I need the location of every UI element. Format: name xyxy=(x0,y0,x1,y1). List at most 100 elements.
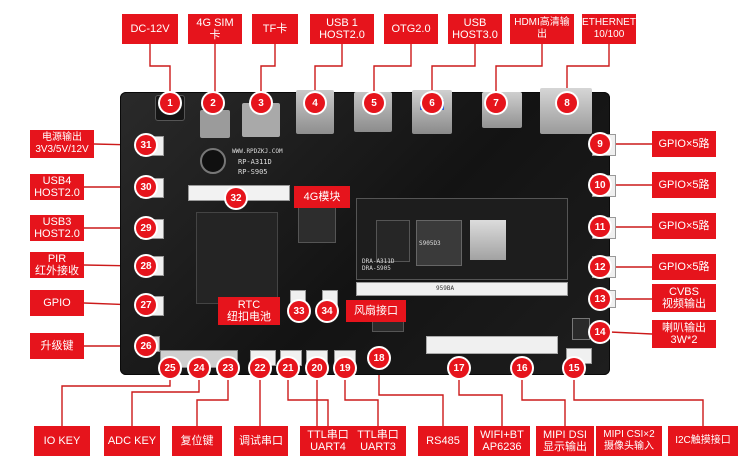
num-34: 34 xyxy=(317,301,337,321)
num-19: 19 xyxy=(335,358,355,378)
num-23: 23 xyxy=(218,358,238,378)
label-gpio-9: GPIO×5路 xyxy=(652,131,716,157)
label-4g-module: 4G模块 xyxy=(294,186,350,208)
label-tf-card: TF卡 xyxy=(252,14,298,44)
leader-line-21 xyxy=(287,378,329,426)
label-4g-sim: 4G SIM卡 xyxy=(188,14,242,44)
som-socket xyxy=(356,282,568,296)
num-13: 13 xyxy=(590,289,610,309)
leader-line-14 xyxy=(609,331,653,335)
num-30: 30 xyxy=(136,177,156,197)
leader-line-4 xyxy=(314,44,343,93)
leader-line-19 xyxy=(344,378,379,426)
leader-line-25 xyxy=(61,378,171,426)
label-usb-host3: USB HOST3.0 xyxy=(448,14,502,44)
leader-line-3 xyxy=(260,44,276,93)
num-18: 18 xyxy=(369,348,389,368)
label-ttl-uart3: TTL串口 UART3 xyxy=(350,426,406,456)
leader-line-15 xyxy=(573,378,704,426)
leader-line-5 xyxy=(373,44,412,93)
num-9: 9 xyxy=(590,134,610,154)
label-i2c-touch: I2C触摸接口 xyxy=(668,426,738,456)
leader-line-8 xyxy=(566,44,610,93)
num-17: 17 xyxy=(449,358,469,378)
label-reset: 复位键 xyxy=(172,426,222,456)
num-29: 29 xyxy=(136,218,156,238)
num-1: 1 xyxy=(160,93,180,113)
label-io-key: IO KEY xyxy=(34,426,90,456)
silk-model-2: RP-S905 xyxy=(238,168,268,176)
num-5: 5 xyxy=(364,93,384,113)
num-27: 27 xyxy=(136,295,156,315)
label-rtc: RTC 纽扣电池 xyxy=(218,297,280,325)
num-3: 3 xyxy=(251,93,271,113)
label-ethernet: ETHERNET 10/100 xyxy=(582,14,636,44)
cpu-chip xyxy=(416,220,462,266)
num-26: 26 xyxy=(136,336,156,356)
label-mipi-csi: MIPI CSI×2 摄像头输入 xyxy=(596,426,662,456)
leader-line-17 xyxy=(458,378,503,426)
num-33: 33 xyxy=(289,301,309,321)
label-fan: 风扇接口 xyxy=(346,300,406,322)
wifi-shield xyxy=(470,220,506,260)
leader-line-18 xyxy=(378,368,444,426)
num-2: 2 xyxy=(203,93,223,113)
num-16: 16 xyxy=(512,358,532,378)
leader-line-1 xyxy=(149,44,171,93)
num-6: 6 xyxy=(422,93,442,113)
memory-chip xyxy=(376,220,410,262)
silk-slot: 959BA xyxy=(436,285,455,292)
label-adc-key: ADC KEY xyxy=(104,426,160,456)
leader-line-7 xyxy=(495,44,543,93)
leader-line-16 xyxy=(521,378,566,426)
label-gpio-10: GPIO×5路 xyxy=(652,172,716,198)
label-speaker: 喇叭输出 3W*2 xyxy=(652,320,716,348)
num-8: 8 xyxy=(557,93,577,113)
silk-cpu: S905D3 xyxy=(419,240,441,247)
num-20: 20 xyxy=(307,358,327,378)
num-21: 21 xyxy=(278,358,298,378)
num-10: 10 xyxy=(590,175,610,195)
label-power-output: 电源输出 3V3/5V/12V xyxy=(30,130,94,158)
label-dc-12v: DC-12V xyxy=(122,14,178,44)
num-15: 15 xyxy=(564,358,584,378)
label-hdmi: HDMI高清输出 xyxy=(510,14,574,44)
num-32: 32 xyxy=(226,188,246,208)
label-rs485: RS485 xyxy=(418,426,468,456)
label-wifi-bt: WIFI+BT AP6236 xyxy=(474,426,530,456)
num-24: 24 xyxy=(189,358,209,378)
capacitor xyxy=(200,148,226,174)
label-gpio: GPIO xyxy=(30,290,84,316)
label-mipi-dsi: MIPI DSI 显示输出 xyxy=(536,426,594,456)
num-28: 28 xyxy=(136,256,156,276)
num-31: 31 xyxy=(136,135,156,155)
leader-line-23 xyxy=(196,378,229,426)
label-usb3-host2: USB3 HOST2.0 xyxy=(30,215,84,241)
leader-line-6 xyxy=(431,44,476,93)
label-gpio-11: GPIO×5路 xyxy=(652,213,716,239)
leader-line-24 xyxy=(131,378,200,426)
main-chip xyxy=(298,205,336,243)
label-debug-uart: 调试串口 xyxy=(234,426,288,456)
label-pir: PIR 红外接收 xyxy=(30,252,84,278)
num-7: 7 xyxy=(486,93,506,113)
label-gpio-12: GPIO×5路 xyxy=(652,254,716,280)
silk-site: WWW.RPDZKJ.COM xyxy=(232,148,283,155)
module-area xyxy=(196,212,278,304)
num-11: 11 xyxy=(590,217,610,237)
num-12: 12 xyxy=(590,257,610,277)
label-usb4: USB4 HOST2.0 xyxy=(30,174,84,200)
header-14 xyxy=(572,318,590,340)
label-usb1: USB 1 HOST2.0 xyxy=(310,14,374,44)
num-4: 4 xyxy=(305,93,325,113)
num-14: 14 xyxy=(590,322,610,342)
num-22: 22 xyxy=(250,358,270,378)
silk-model-1: RP-A311D xyxy=(238,158,272,166)
label-cvbs: CVBS 视频输出 xyxy=(652,284,716,312)
silk-module: DRA-A311D DRA-S905 xyxy=(362,258,395,272)
num-25: 25 xyxy=(160,358,180,378)
label-ttl-uart4: TTL串口 UART4 xyxy=(300,426,356,456)
sim-slot xyxy=(200,110,230,138)
label-upgrade: 升级键 xyxy=(30,333,84,359)
